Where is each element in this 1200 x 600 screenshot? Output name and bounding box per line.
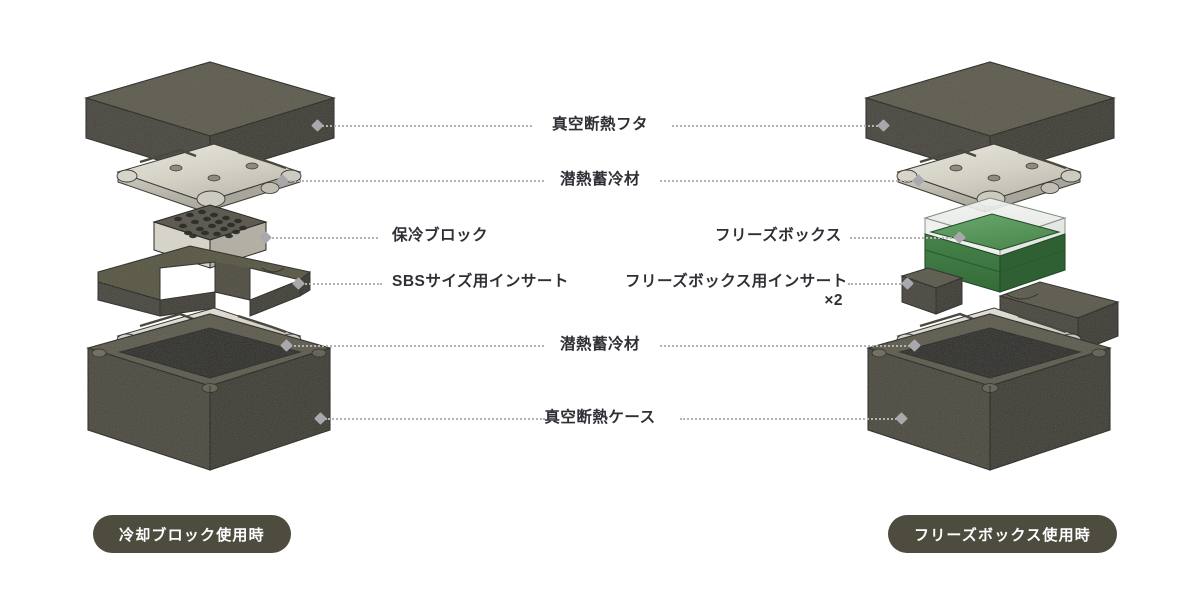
- leader-insert-left: [302, 283, 382, 285]
- label-freeze-box: フリーズボックス: [715, 227, 842, 244]
- leader-coolant-top-right: [660, 180, 918, 182]
- label-freeze-insert: フリーズボックス用インサート ×2: [625, 272, 847, 311]
- part-vacuum-case-right: [866, 313, 1112, 471]
- leader-lid-left: [322, 125, 532, 127]
- left-column-assembly: [84, 61, 336, 471]
- label-freeze-insert-qty: ×2: [824, 292, 843, 310]
- badge-cooling-block-mode[interactable]: 冷却ブロック使用時: [93, 515, 291, 553]
- leader-case-right: [680, 418, 900, 420]
- right-column-assembly: [864, 61, 1120, 471]
- label-freeze-insert-main: フリーズボックス用インサート: [625, 273, 848, 290]
- leader-block-right: [850, 237, 960, 239]
- part-coolant-plate-left-top: [116, 143, 302, 213]
- label-cooling-block: 保冷ブロック: [392, 227, 489, 244]
- part-freeze-box: [923, 197, 1067, 293]
- part-sbs-insert: [97, 245, 312, 317]
- leader-coolant-bot-right: [660, 345, 914, 347]
- label-sbs-insert: SBSサイズ用インサート: [392, 273, 569, 290]
- leader-block-left: [268, 237, 378, 239]
- part-vacuum-case-left: [86, 313, 332, 471]
- leader-lid-right: [672, 125, 882, 127]
- leader-coolant-top-left: [286, 180, 544, 182]
- badge-freeze-box-mode[interactable]: フリーズボックス使用時: [888, 515, 1118, 553]
- leader-coolant-bot-left: [290, 345, 544, 347]
- leader-insert-right: [848, 283, 908, 285]
- leader-case-left: [325, 418, 545, 420]
- part-freeze-insert-left: [900, 267, 964, 315]
